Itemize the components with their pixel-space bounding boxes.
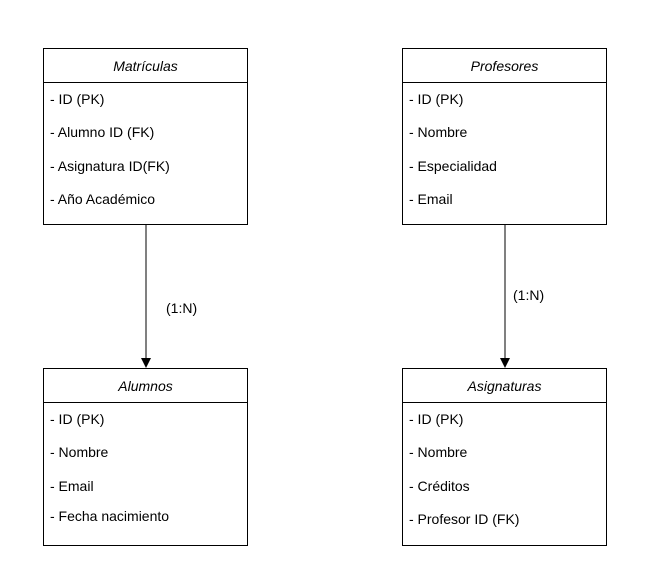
entity-attribute: - Año Académico: [50, 191, 156, 207]
entity-attribute: - ID (PK): [409, 91, 464, 107]
entity-title: Matrículas: [44, 49, 247, 83]
relationship-label: (1:N): [166, 300, 197, 316]
entity-attribute: - Créditos: [409, 478, 470, 494]
entity-attribute: - Email: [50, 478, 94, 494]
arrowhead-icon: [141, 358, 151, 368]
entity-attribute: - Profesor ID (FK): [409, 511, 520, 527]
entity-alumnos[interactable]: Alumnos - ID (PK) - Nombre - Email - Fec…: [43, 368, 248, 546]
entity-matriculas[interactable]: Matrículas - ID (PK) - Alumno ID (FK) - …: [43, 48, 248, 225]
entity-attribute: - ID (PK): [409, 411, 464, 427]
entity-attribute: - Alumno ID (FK): [50, 124, 155, 140]
entity-attribute: - Asignatura ID(FK): [50, 158, 170, 174]
entity-title: Alumnos: [44, 369, 247, 403]
entity-profesores[interactable]: Profesores - ID (PK) - Nombre - Especial…: [402, 48, 607, 225]
relationship-label: (1:N): [513, 287, 544, 303]
entity-attribute: - Nombre: [409, 124, 468, 140]
entity-title: Asignaturas: [403, 369, 606, 403]
entity-attribute: - Nombre: [409, 444, 468, 460]
entity-attribute: - ID (PK): [50, 411, 105, 427]
entity-attribute: - Nombre: [50, 444, 109, 460]
entity-title: Profesores: [403, 49, 606, 83]
entity-asignaturas[interactable]: Asignaturas - ID (PK) - Nombre - Crédito…: [402, 368, 607, 546]
entity-attribute: - Fecha nacimiento: [50, 508, 170, 524]
entity-attribute: - ID (PK): [50, 91, 105, 107]
entity-attribute: - Especialidad: [409, 158, 497, 174]
entity-attribute: - Email: [409, 191, 453, 207]
arrowhead-icon: [500, 358, 510, 368]
